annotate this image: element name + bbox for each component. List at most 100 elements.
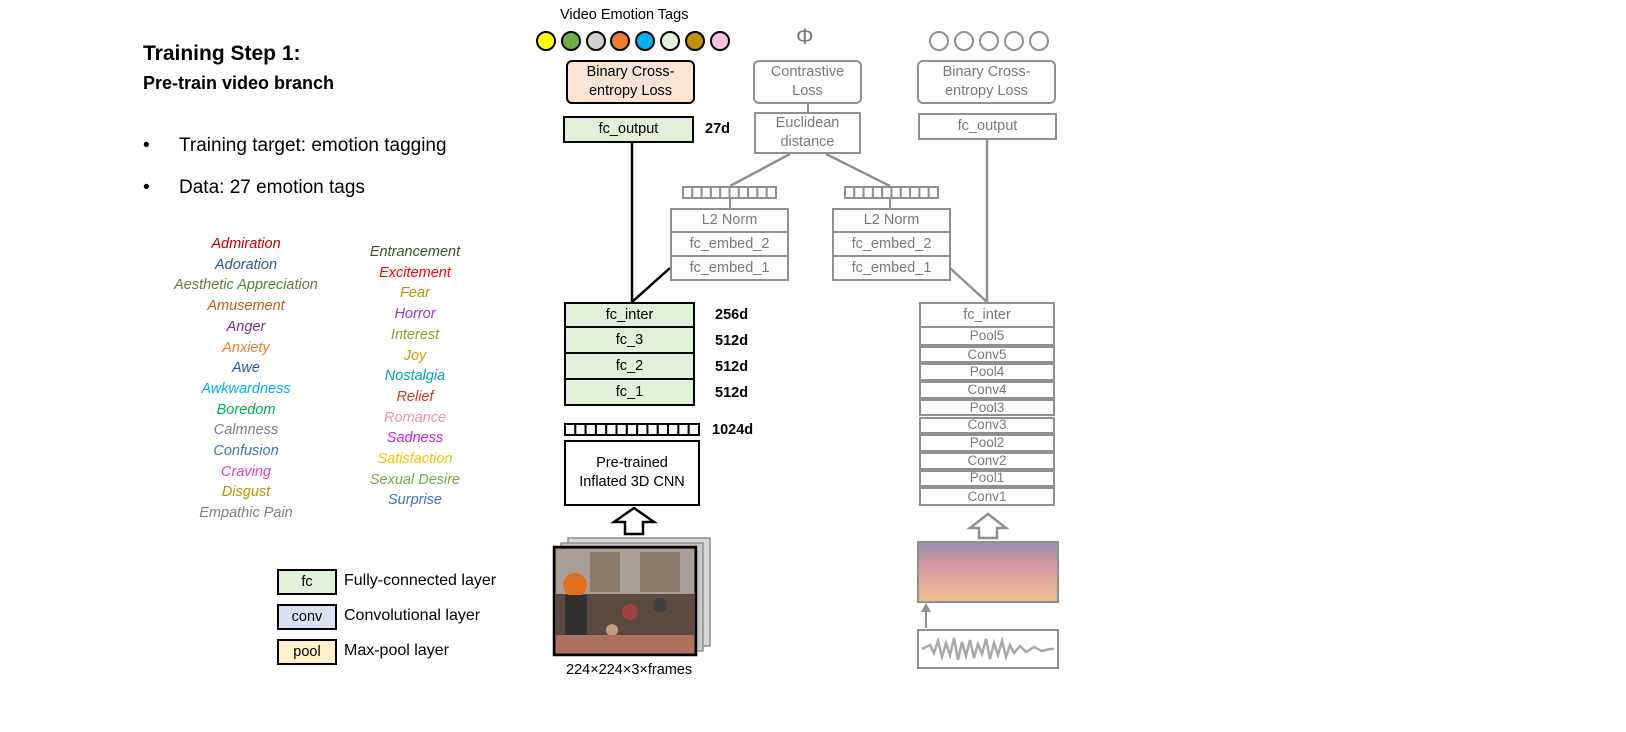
vector-cell <box>687 423 701 436</box>
page-subtitle: Pre-train video branch <box>143 73 335 93</box>
left-fc-embed-1: fc_embed_1 <box>670 257 789 281</box>
emotion-label: Amusement <box>207 298 285 315</box>
vector-cell <box>737 186 750 199</box>
emotion-label: Sadness <box>386 430 444 447</box>
vector-cell <box>871 186 884 199</box>
fc-2-dim: 512d <box>715 359 749 375</box>
audio-tag-dot <box>1029 31 1049 51</box>
fc-1-dim: 512d <box>715 385 749 401</box>
emotion-tag-dot <box>709 31 730 51</box>
right-fc-embed-1: fc_embed_1 <box>832 257 951 281</box>
audio-fc-output: fc_output <box>918 113 1057 140</box>
vector-cell <box>564 423 577 436</box>
emotion-tag-dot <box>560 31 581 51</box>
video-fc-2: fc_2 <box>564 354 695 380</box>
left-embedding-vector <box>682 186 778 199</box>
emotion-label: Fear <box>400 285 430 302</box>
emotion-tag-dot <box>684 31 705 51</box>
fc-output-dim: 27d <box>705 121 730 137</box>
legend-swatch-fc: fc <box>277 569 337 595</box>
emotion-tag-dot <box>610 31 631 51</box>
video-fc-3: fc_3 <box>564 328 695 354</box>
pretrained-cnn-box: Pre-trained Inflated 3D CNN <box>564 440 700 506</box>
vector-cell <box>765 186 778 199</box>
euclidean-distance-box: Euclidean distance <box>754 112 861 154</box>
vector-cell <box>719 186 731 199</box>
video-feature-vector <box>564 423 701 436</box>
fc-inter-dim: 256d <box>715 307 749 323</box>
emotion-label: Relief <box>396 388 434 405</box>
emotion-label: Confusion <box>213 443 279 459</box>
video-tags-title: Video Emotion Tags <box>560 7 689 23</box>
audio-tag-dot <box>979 31 999 51</box>
vector-cell <box>584 423 597 436</box>
vector-cell <box>594 423 608 436</box>
emotion-label: Interest <box>390 326 440 343</box>
vector-cell <box>656 423 670 436</box>
video-feature-vector <box>564 423 701 436</box>
emotion-label: Aesthetic Appreciation <box>174 277 318 294</box>
emotion-label: Sexual Desire <box>369 471 461 488</box>
audio-layer-conv4: Conv4 <box>919 381 1055 399</box>
audio-layer-pool3: Pool3 <box>919 398 1055 417</box>
audio-layer-conv2: Conv2 <box>919 451 1055 470</box>
emotion-label: Empathic Pain <box>199 505 293 522</box>
vector-cell <box>677 423 690 436</box>
audio-layer-pool4: Pool4 <box>919 363 1055 382</box>
vector-cell <box>667 423 680 436</box>
vector-cell <box>927 186 940 199</box>
vector-cell <box>709 186 722 199</box>
right-embedding-vector <box>844 186 940 199</box>
video-input-arrow <box>610 506 658 536</box>
bullet-data: •Data: 27 emotion tags <box>143 177 365 198</box>
emotion-label: Anger <box>226 318 266 335</box>
emotion-label: Excitement <box>379 264 451 281</box>
emotion-label: Awe <box>232 360 260 377</box>
emotion-label: Surprise <box>388 492 442 509</box>
legend-label-pool: Max-pool layer <box>344 642 449 659</box>
spectrogram <box>917 541 1059 603</box>
right-l2-norm: L2 Norm <box>832 208 951 233</box>
page-title: Training Step 1: <box>143 42 301 65</box>
vector-cell <box>646 423 659 436</box>
emotion-label: Awkwardness <box>201 380 291 397</box>
vector-cell <box>747 186 759 199</box>
emotion-label: Craving <box>221 463 271 480</box>
legend-label-conv: Convolutional layer <box>344 607 481 624</box>
vector-cell <box>615 423 628 436</box>
vector-cell <box>909 186 921 199</box>
audio-layer-pool5: Pool5 <box>919 328 1055 346</box>
vector-cell <box>899 186 912 199</box>
audio-input-arrow <box>966 512 1010 540</box>
audio-tag-dot <box>929 31 949 51</box>
audio-layer-conv3: Conv3 <box>919 416 1055 435</box>
vector-cell <box>691 186 703 199</box>
emotion-label: Admiration <box>211 236 281 252</box>
audio-layer-conv1: Conv1 <box>919 487 1055 506</box>
left-fc-embed-2: fc_embed_2 <box>670 233 789 257</box>
vector-cell <box>682 186 694 199</box>
feature-dim: 1024d <box>712 422 754 438</box>
emotion-label: Romance <box>383 409 447 426</box>
vector-cell <box>756 186 768 199</box>
emotion-label: Entrancement <box>369 244 461 260</box>
legend-swatch-pool: pool <box>277 639 337 665</box>
right-fc-embed-2: fc_embed_2 <box>832 233 951 257</box>
emotion-label: Anxiety <box>222 339 270 356</box>
video-frame-image <box>552 545 698 657</box>
audio-tag-dot <box>954 31 974 51</box>
video-fc-inter: fc_inter <box>564 302 695 328</box>
fc-3-dim: 512d <box>715 333 749 349</box>
video-input-label: 224×224×3×frames <box>566 662 693 678</box>
vector-cell <box>890 186 902 199</box>
emotion-tag-dot <box>635 31 656 51</box>
vector-cell <box>728 186 740 199</box>
vector-cell <box>605 423 618 436</box>
contrastive-loss-box: Contrastive Loss <box>753 60 862 104</box>
vector-cell <box>700 186 712 199</box>
emotion-label: Joy <box>403 347 427 364</box>
audio-layer-pool2: Pool2 <box>919 434 1055 452</box>
bullet-training-target: •Training target: emotion tagging <box>143 135 447 156</box>
vector-cell <box>844 186 856 199</box>
emotion-tag-dot <box>536 31 556 51</box>
